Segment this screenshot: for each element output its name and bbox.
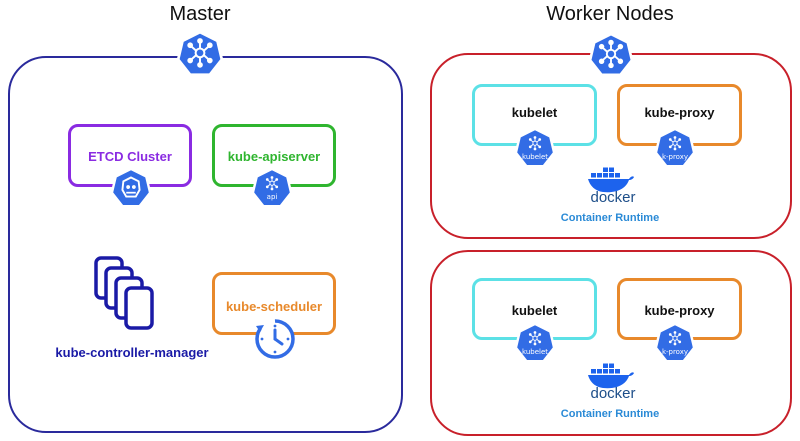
kube-apiserver-label: kube-apiserver bbox=[227, 149, 321, 164]
kube-scheduler-label: kube-scheduler bbox=[225, 299, 323, 314]
container-runtime-label-1: Container Runtime bbox=[560, 212, 660, 224]
kubelet-icon-1: kubelet bbox=[514, 127, 556, 169]
kube-proxy-icon-caption-1: k-proxy bbox=[661, 153, 689, 161]
etcd-cluster-label: ETCD Cluster bbox=[88, 149, 172, 164]
worker-nodes-title: Worker Nodes bbox=[546, 3, 674, 25]
container-runtime-label-2: Container Runtime bbox=[560, 408, 660, 420]
docker-wordmark-1: docker bbox=[590, 189, 636, 206]
kube-controller-manager-label: kube-controller-manager bbox=[55, 345, 209, 360]
worker-node-icon bbox=[588, 32, 634, 78]
kubelet-label-1: kubelet bbox=[511, 105, 558, 120]
kubelet-label-2: kubelet bbox=[511, 303, 558, 318]
kubelet-icon-2: kubelet bbox=[514, 322, 556, 364]
kube-proxy-icon-caption-2: k-proxy bbox=[661, 348, 689, 356]
docker-whale-icon bbox=[585, 164, 635, 194]
stacked-documents-icon bbox=[92, 255, 160, 335]
kubernetes-api-icon: api bbox=[251, 167, 293, 209]
kubelet-icon-caption-1: kubelet bbox=[521, 153, 549, 161]
kube-proxy-icon-1: k-proxy bbox=[654, 127, 696, 169]
kube-proxy-label-1: kube-proxy bbox=[644, 105, 715, 120]
kubelet-icon-caption-2: kubelet bbox=[521, 348, 549, 356]
clock-icon bbox=[253, 317, 297, 361]
docker-wordmark-2: docker bbox=[590, 385, 636, 402]
kube-proxy-label-2: kube-proxy bbox=[644, 303, 715, 318]
master-node-icon bbox=[176, 30, 224, 78]
kube-proxy-icon-2: k-proxy bbox=[654, 322, 696, 364]
docker-whale-icon bbox=[585, 360, 635, 390]
etcd-icon bbox=[110, 167, 152, 209]
api-icon-caption: api bbox=[266, 193, 278, 201]
master-panel bbox=[8, 56, 403, 433]
master-title: Master bbox=[169, 3, 231, 25]
